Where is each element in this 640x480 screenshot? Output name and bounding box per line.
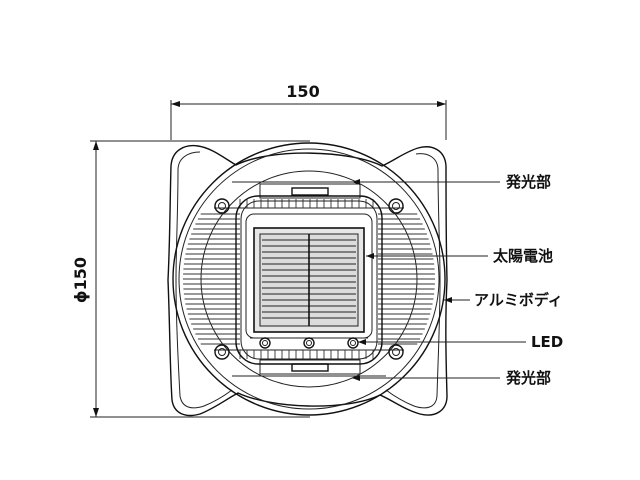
fins-right — [378, 213, 435, 345]
width-label: 150 — [286, 82, 319, 101]
callout-label: 発光部 — [505, 173, 551, 191]
callout-label: LED — [531, 333, 563, 351]
callout-label: アルミボディ — [474, 291, 563, 309]
solar-cell — [253, 227, 365, 333]
width-dimension: 150 — [170, 82, 447, 140]
outer-body — [167, 144, 448, 417]
callout-led: LED — [358, 333, 563, 351]
light-emitter-bottom — [259, 359, 361, 375]
callout-label: 発光部 — [505, 369, 551, 387]
fins-left — [183, 213, 240, 345]
callout-light-bottom: 発光部 — [352, 369, 551, 387]
callout-light-top: 発光部 — [352, 173, 551, 191]
diameter-label: ϕ150 — [71, 257, 90, 303]
light-emitter-top — [259, 183, 361, 199]
callout-solar: 太陽電池 — [366, 247, 553, 265]
callout-label: 太陽電池 — [493, 247, 553, 265]
screws — [214, 198, 404, 360]
fins-bottom — [239, 350, 374, 359]
diameter-dimension: ϕ150 — [71, 140, 310, 418]
fins-top — [239, 199, 374, 208]
led-row — [250, 337, 370, 349]
callout-body: アルミボディ — [444, 291, 563, 309]
